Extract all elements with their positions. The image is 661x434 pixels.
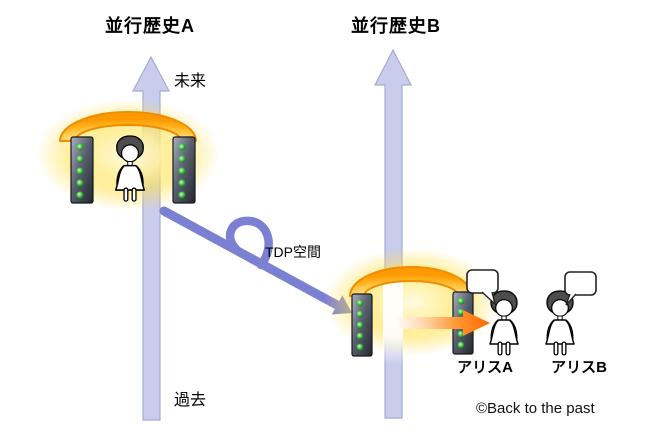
alice-a-label: アリスA: [457, 359, 513, 376]
timeline-a-title: 並行歴史A: [105, 16, 195, 36]
portal-b: [324, 248, 500, 365]
portal-b-beam: [383, 270, 403, 365]
future-label: 未来: [174, 73, 207, 90]
timeline-b-title: 並行歴史B: [351, 16, 441, 36]
tdp-space-label: TDP空間: [265, 244, 321, 260]
portal-a-arch-icon: [59, 111, 197, 142]
speech-bubble-b-icon: [564, 271, 597, 296]
alice-b-label: アリスB: [551, 359, 607, 376]
jump-arrow-line: [159, 206, 342, 310]
portal-a-pillar-lights: [76, 143, 186, 199]
speech-bubble-a-icon: [466, 269, 499, 294]
alice-b-figure: [546, 271, 597, 353]
speech-bubble-a-tail: [481, 291, 497, 307]
copyright-text: ©Back to the past: [476, 400, 595, 417]
portal-a: [36, 99, 220, 211]
teleport-arrow-icon: [394, 310, 490, 336]
alice-a-figure: [466, 269, 518, 353]
past-label: 過去: [174, 392, 207, 409]
jump-arrow-loop-icon: [225, 216, 273, 270]
speech-bubble-b-tail: [565, 293, 577, 306]
jump-arrow: [159, 206, 352, 315]
